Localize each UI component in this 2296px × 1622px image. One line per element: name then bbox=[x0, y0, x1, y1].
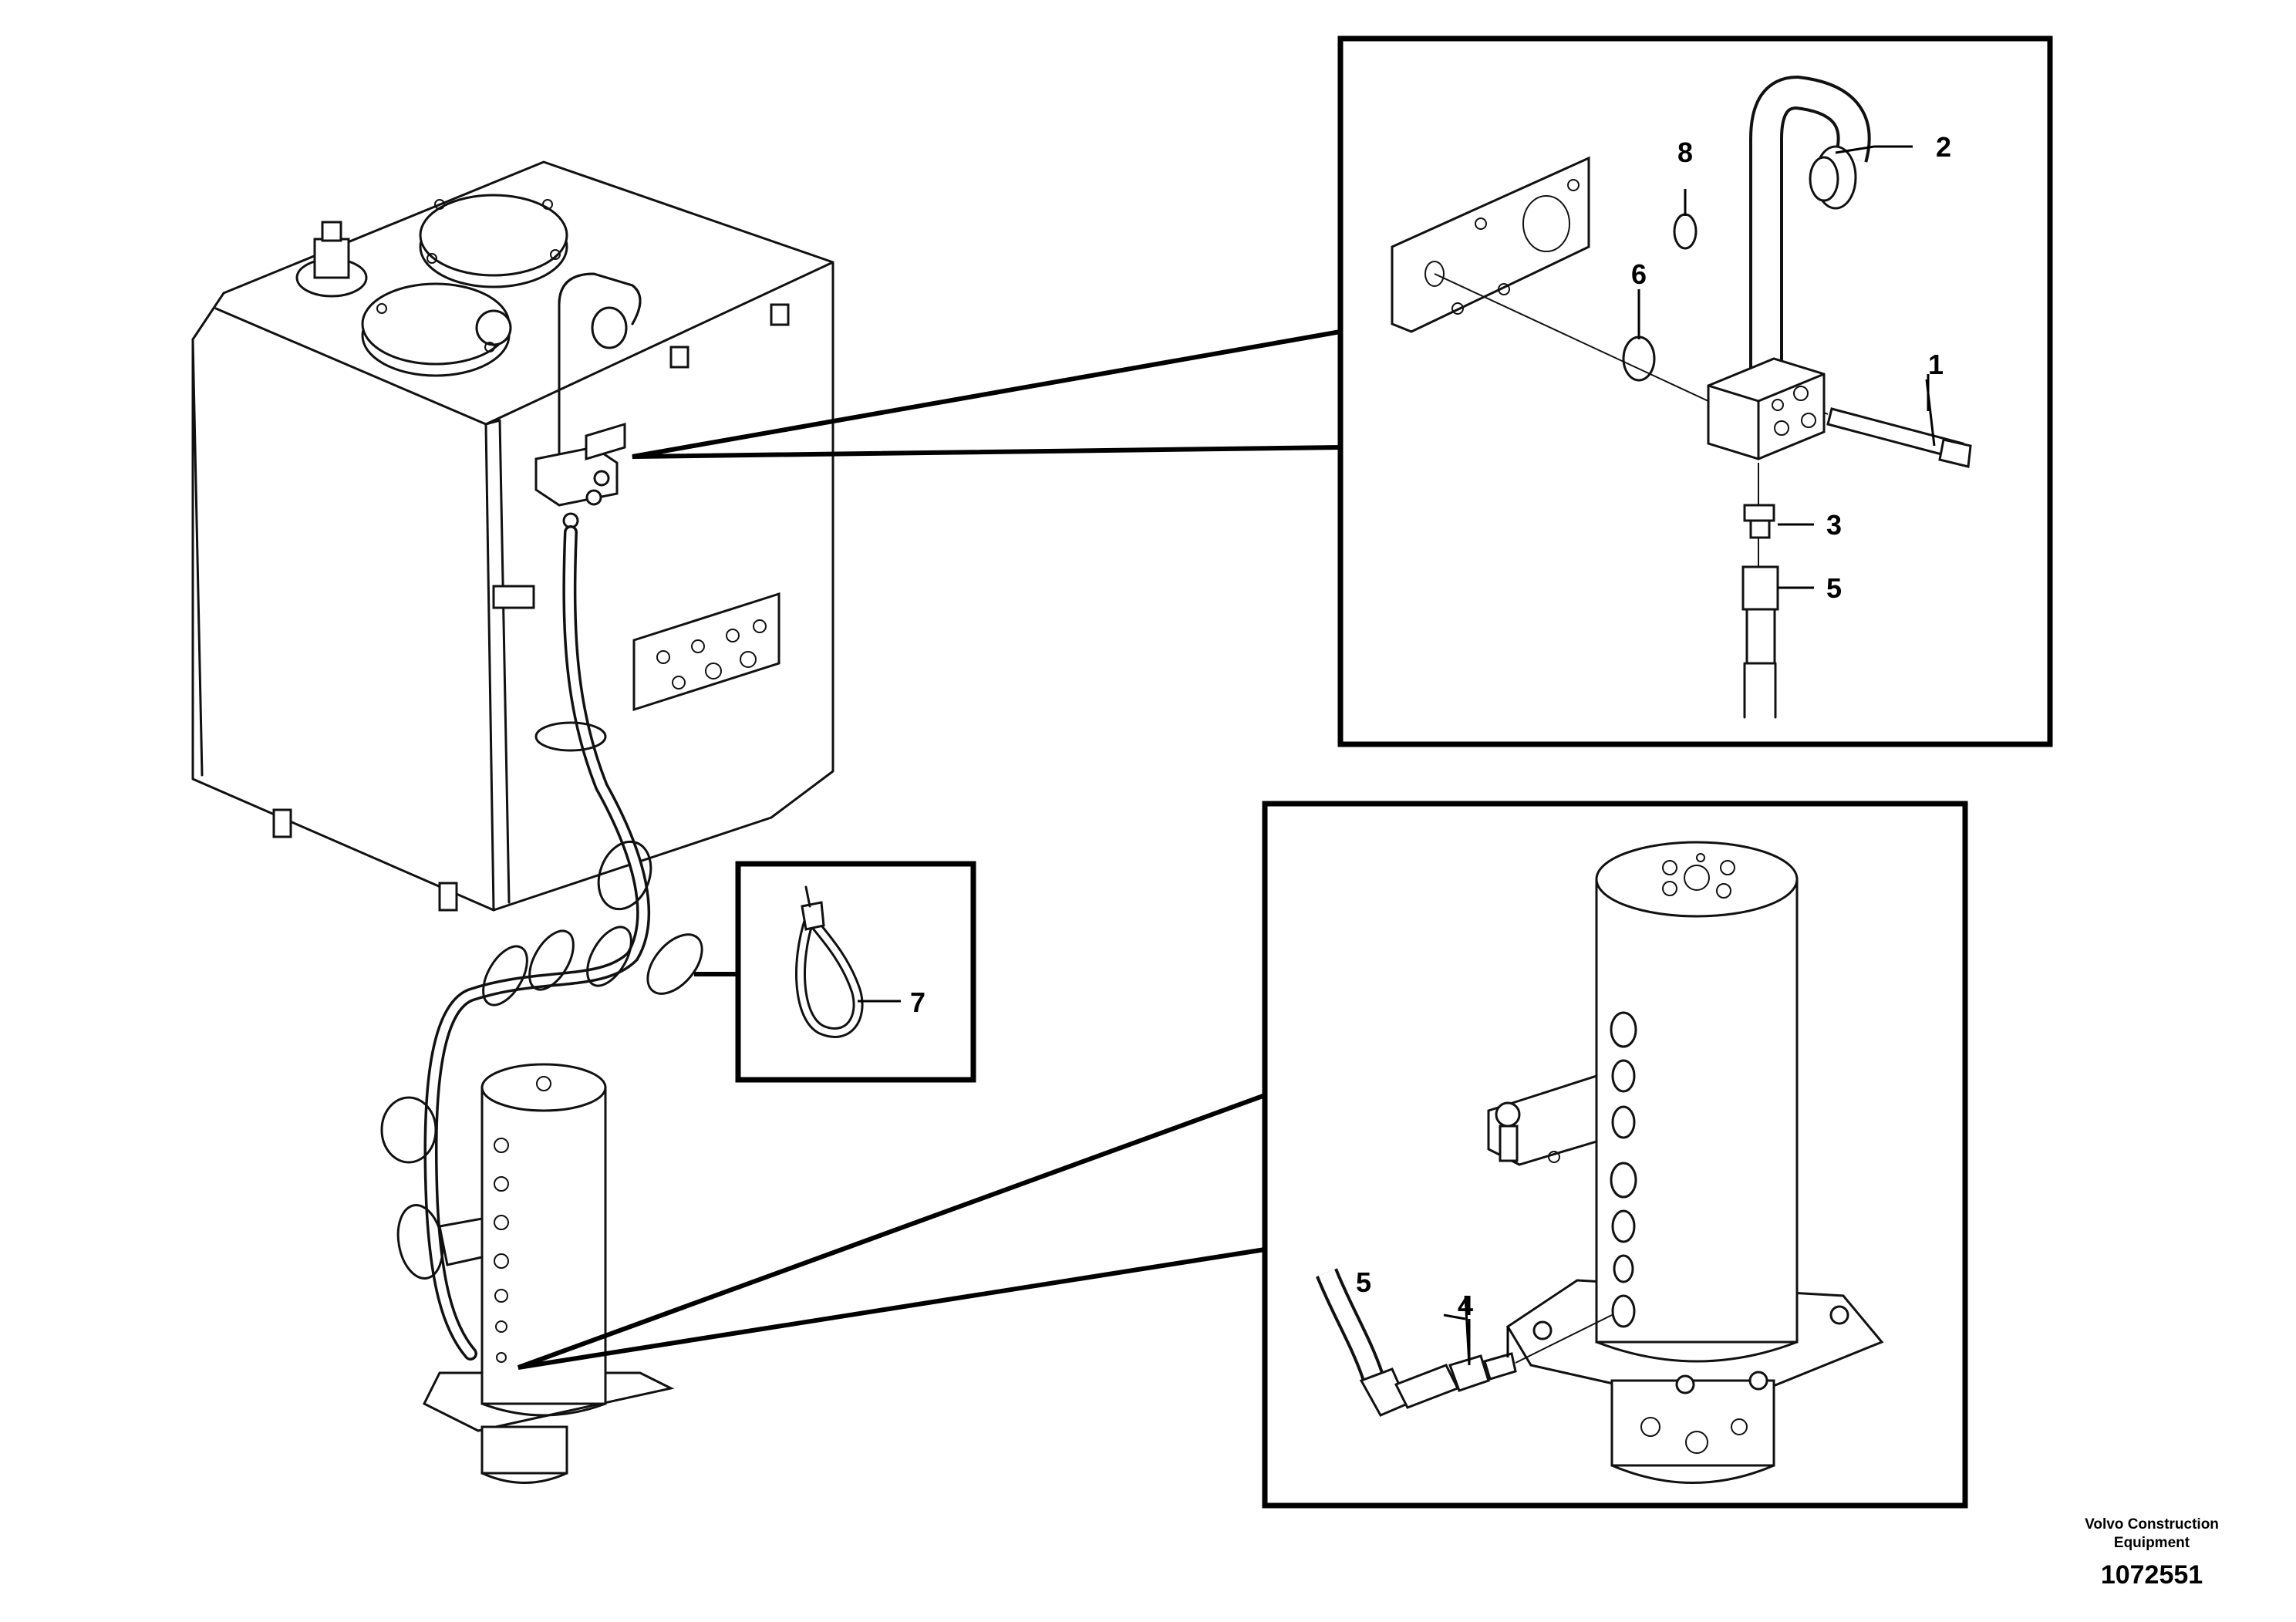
drain-hose bbox=[380, 525, 703, 1361]
publisher-line-2: Equipment bbox=[2113, 1535, 2190, 1551]
detail-swivel-connection bbox=[1316, 841, 1884, 1484]
callout-pointer-top bbox=[632, 329, 1343, 459]
detail-tank-connection bbox=[1391, 75, 1972, 719]
document-number: 1072551 bbox=[2100, 1560, 2203, 1590]
callout-1: 1 bbox=[1928, 349, 1944, 380]
callout-8: 8 bbox=[1677, 137, 1693, 168]
callout-7: 7 bbox=[910, 986, 925, 1018]
callout-pointer-bottom bbox=[517, 1091, 1267, 1370]
callout-4: 4 bbox=[1458, 1290, 1473, 1321]
callout-5-top: 5 bbox=[1826, 572, 1842, 604]
publisher-line-1: Volvo Construction bbox=[2085, 1516, 2219, 1533]
callout-5-bottom: 5 bbox=[1356, 1266, 1371, 1298]
swivel-joint bbox=[422, 1063, 675, 1484]
cable-tie-detail bbox=[795, 885, 864, 1038]
publisher-credit: Volvo Construction Equipment bbox=[2036, 1516, 2267, 1553]
callout-3: 3 bbox=[1826, 509, 1842, 541]
return-pipe-assembly bbox=[534, 272, 642, 529]
hydraulic-tank bbox=[191, 160, 834, 912]
detail-view-cable-tie bbox=[735, 861, 976, 1083]
callout-2: 2 bbox=[1936, 131, 1951, 163]
callout-6: 6 bbox=[1631, 258, 1647, 290]
detail-view-tank-connection bbox=[1337, 35, 2053, 747]
leader-lines bbox=[858, 145, 1936, 1366]
